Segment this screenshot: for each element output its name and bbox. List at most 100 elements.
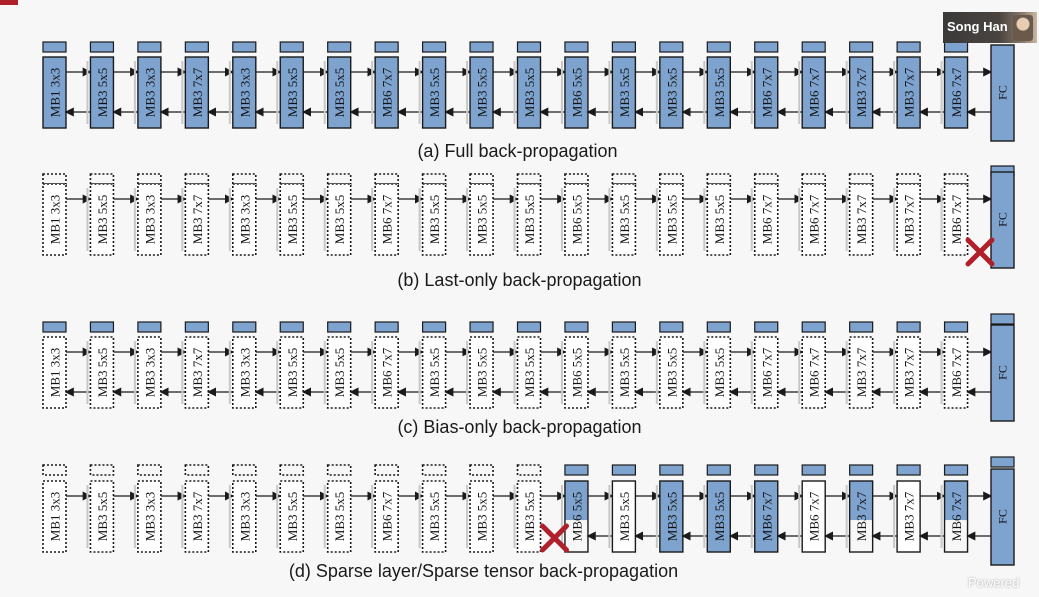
stage-divider-3-1 bbox=[133, 485, 136, 548]
bias-bar-1-16 bbox=[801, 173, 827, 185]
stage-divider-2-8 bbox=[466, 341, 469, 404]
bias-bar-2-2 bbox=[137, 321, 162, 333]
presenter-name: Song Han bbox=[947, 19, 1008, 34]
block-fill-0-0 bbox=[43, 57, 66, 128]
stage-divider-0-7 bbox=[418, 61, 421, 124]
block-2-13 bbox=[659, 336, 684, 409]
block-label-0-0: MB1 3x3 bbox=[48, 68, 63, 117]
bias-bar-2-19 bbox=[943, 321, 969, 333]
block-fill-2-1 bbox=[90, 337, 114, 408]
block-fill-0-16 bbox=[802, 57, 826, 128]
block-fill-0-8 bbox=[422, 57, 446, 128]
bias-bar-0-4 bbox=[232, 41, 257, 53]
block-3-5 bbox=[279, 480, 305, 553]
bias-bar-1-13 bbox=[659, 173, 684, 185]
block-label-0-12: MB3 5x5 bbox=[617, 68, 632, 117]
block-label-3-4: MB3 3x3 bbox=[237, 492, 252, 541]
slide-accent-mark bbox=[0, 0, 18, 5]
block-fill-0-5 bbox=[280, 57, 304, 128]
stage-divider-2-14 bbox=[750, 341, 753, 404]
stage-divider-2-17 bbox=[893, 341, 896, 404]
stage-divider-0-18 bbox=[940, 61, 943, 124]
stage-divider-3-12 bbox=[655, 485, 658, 548]
block-fill-1-15 bbox=[754, 184, 778, 255]
block-2-0 bbox=[42, 336, 67, 409]
block-label-1-3: MB3 7x7 bbox=[190, 194, 205, 244]
stage-divider-3-2 bbox=[181, 485, 184, 548]
block-label-0-5: MB3 5x5 bbox=[285, 68, 300, 117]
block-label-1-12: MB3 5x5 bbox=[617, 195, 632, 244]
block-0-19 bbox=[943, 56, 969, 129]
block-0-9 bbox=[469, 56, 494, 129]
bias-bar-0-9 bbox=[469, 41, 494, 53]
stage-divider-3-6 bbox=[371, 485, 374, 548]
block-fill-0-17 bbox=[849, 57, 873, 128]
block-1-11 bbox=[564, 183, 589, 256]
block-2-5 bbox=[279, 336, 305, 409]
block-1-8 bbox=[421, 183, 447, 256]
stage-divider-3-4 bbox=[276, 485, 279, 548]
block-fill-3-19 bbox=[944, 481, 968, 521]
stage-divider-2-15 bbox=[798, 341, 801, 404]
block-fill-1-8 bbox=[422, 184, 446, 255]
bias-bar-1-5 bbox=[279, 173, 305, 185]
block-fill-3-8 bbox=[422, 481, 446, 552]
stage-divider-3-13 bbox=[703, 485, 706, 548]
block-3-10 bbox=[516, 480, 542, 553]
block-fill-1-13 bbox=[659, 184, 683, 255]
stage-divider-1-11 bbox=[608, 188, 611, 251]
stage-divider-1-2 bbox=[181, 188, 184, 251]
block-fill-3-6 bbox=[327, 481, 351, 552]
block-0-2 bbox=[137, 56, 162, 129]
block-label-2-13: MB3 5x5 bbox=[664, 348, 679, 397]
block-2-2 bbox=[137, 336, 162, 409]
bias-bar-3-2 bbox=[137, 464, 162, 476]
block-fill-3-2 bbox=[137, 481, 161, 552]
block-fill-0-7 bbox=[375, 57, 399, 128]
block-label-2-1: MB3 5x5 bbox=[95, 348, 110, 397]
block-label-2-18: MB3 7x7 bbox=[902, 347, 917, 397]
caption-sparse-backprop: (d) Sparse layer/Sparse tensor back-prop… bbox=[288, 561, 679, 581]
stage-divider-2-10 bbox=[560, 341, 563, 404]
block-0-14 bbox=[706, 56, 731, 129]
block-fill-3-0 bbox=[43, 481, 66, 552]
block-2-9 bbox=[469, 336, 494, 409]
block-0-10 bbox=[516, 56, 542, 129]
bias-bar-3-16 bbox=[801, 464, 826, 476]
block-fill-2-2 bbox=[137, 337, 161, 408]
block-fill-3-14 bbox=[707, 481, 731, 552]
stage-divider-0-13 bbox=[703, 61, 706, 124]
block-label-3-3: MB3 7x7 bbox=[190, 491, 205, 541]
block-fill-1-2 bbox=[137, 184, 161, 255]
block-fill-3-9 bbox=[470, 481, 494, 552]
block-fill-2-16 bbox=[802, 337, 826, 408]
bias-bar-2-0 bbox=[42, 321, 67, 333]
block-fill-3-7 bbox=[375, 481, 399, 552]
block-1-2 bbox=[137, 183, 162, 256]
stage-divider-0-0 bbox=[86, 61, 89, 124]
block-3-12 bbox=[611, 480, 637, 553]
stage-divider-1-14 bbox=[750, 188, 753, 251]
block-fill-0-12 bbox=[612, 57, 636, 128]
stage-divider-1-7 bbox=[418, 188, 421, 251]
block-1-12 bbox=[611, 183, 637, 256]
bias-bar-1-11 bbox=[564, 173, 589, 185]
block-label-0-15: MB6 7x7 bbox=[759, 67, 774, 117]
stage-divider-0-1 bbox=[133, 61, 136, 124]
block-fill-1-14 bbox=[707, 184, 731, 255]
stage-divider-2-9 bbox=[513, 341, 516, 404]
stage-divider-2-2 bbox=[181, 341, 184, 404]
block-1-19 bbox=[943, 183, 969, 256]
bias-bar-3-5 bbox=[279, 464, 305, 476]
block-0-18 bbox=[896, 56, 921, 129]
stage-divider-3-18 bbox=[940, 485, 943, 548]
block-label-3-18: MB3 7x7 bbox=[902, 491, 917, 541]
bias-bar-1-17 bbox=[848, 173, 874, 185]
block-fill-0-2 bbox=[137, 57, 161, 128]
block-label-0-10: MB3 5x5 bbox=[522, 68, 537, 117]
bias-bar-3-14 bbox=[706, 464, 731, 476]
block-fill-0-11 bbox=[564, 57, 588, 128]
block-0-12 bbox=[611, 56, 637, 129]
block-3-1 bbox=[89, 480, 115, 553]
bias-bar-1-18 bbox=[896, 173, 921, 185]
